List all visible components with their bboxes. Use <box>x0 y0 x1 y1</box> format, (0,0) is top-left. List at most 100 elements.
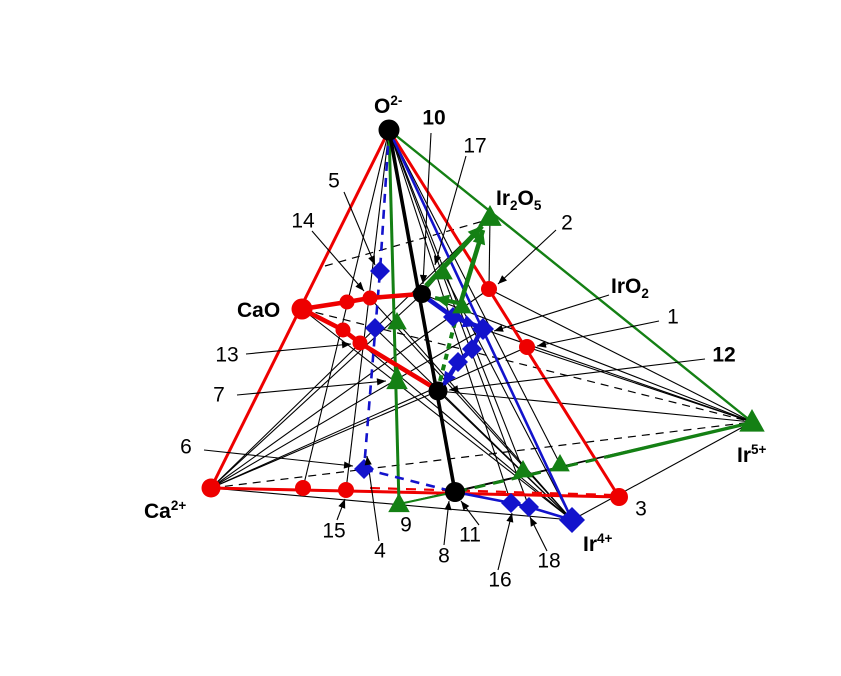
leader-arrowhead-15 <box>338 499 346 509</box>
point-t8 <box>550 454 570 472</box>
point-d6 <box>448 352 468 372</box>
arrowhead-arrow-t3-b2 <box>435 294 451 308</box>
point-c9 <box>295 480 311 496</box>
point-b2 <box>413 285 431 303</box>
number-label-5: 5 <box>328 170 340 193</box>
leader-arrowhead-5 <box>368 255 375 265</box>
line-dash-ca-ir5 <box>210 421 753 489</box>
point-d8 <box>501 493 521 513</box>
label-ca2+-part: 2+ <box>171 498 187 513</box>
leader-arrowhead-6 <box>343 461 353 469</box>
point-ir4+ <box>559 507 585 533</box>
point-ir5+ <box>739 409 765 432</box>
point-d1 <box>370 261 390 281</box>
number-label-3: 3 <box>635 498 647 521</box>
point-c4 <box>335 322 351 338</box>
number-label-9: 9 <box>400 514 412 537</box>
number-label-14: 14 <box>291 210 315 233</box>
number-label-13: 13 <box>215 344 238 367</box>
leader-line-1 <box>536 320 660 347</box>
leader-arrowhead-10 <box>419 274 428 284</box>
leader-arrowhead-8 <box>444 501 452 511</box>
line-edge-ir5-ir4 <box>571 421 753 521</box>
point-c6 <box>481 281 497 297</box>
label-ir5+: Ir5+ <box>737 442 767 467</box>
point-d2 <box>365 318 385 338</box>
point-iro2 <box>472 318 494 340</box>
arrowhead-arrow-b2-iro2 <box>461 315 477 328</box>
leader-arrowhead-7 <box>376 378 386 386</box>
point-t2 <box>433 262 453 280</box>
label-cao-part: CaO <box>237 299 280 322</box>
line-tie-ir5-c7 <box>526 346 753 423</box>
number-label-12: 12 <box>712 344 735 367</box>
leader-arrowhead-14 <box>355 281 364 291</box>
leader-line-5 <box>343 191 376 266</box>
line-arrow-iro2-b3 <box>441 331 483 388</box>
line-join-o-t6-vertical <box>387 129 401 505</box>
number-label-11: 11 <box>459 524 481 547</box>
point-t5 <box>386 370 408 390</box>
number-label-6: 6 <box>180 436 192 459</box>
label-iro2-part: 2 <box>641 286 649 301</box>
point-d7 <box>354 459 374 479</box>
leader-line-2 <box>497 229 557 285</box>
line-join-cao-b3 <box>300 306 438 391</box>
line-tie-ca-b3 <box>210 390 439 489</box>
number-label-10: 10 <box>422 107 445 130</box>
point-d9 <box>519 497 539 517</box>
leader-arrowhead-12 <box>449 385 459 393</box>
line-tie-ir4-c3 <box>369 297 573 521</box>
label-ir4+: Ir4+ <box>583 531 613 556</box>
number-label-17: 17 <box>463 135 486 158</box>
point-c10 <box>338 482 354 498</box>
point-d5 <box>462 339 482 359</box>
label-ir2o5-part: Ir <box>496 187 510 210</box>
label-o2--part: 2- <box>390 93 402 108</box>
leader-arrowhead-13 <box>341 341 351 349</box>
point-t6 <box>388 493 410 513</box>
leader-line-16 <box>497 512 513 571</box>
number-label-1: 1 <box>667 306 679 329</box>
line-edge-o-c11 <box>387 129 621 498</box>
line-tie-ir5-c6 <box>488 288 753 423</box>
leader-line-7 <box>236 380 387 396</box>
leader-line-13 <box>245 343 352 355</box>
number-label-4: 4 <box>374 540 386 563</box>
leader-arrowhead-2 <box>498 275 507 284</box>
line-tie-ca-b2 <box>210 293 423 489</box>
point-cao <box>291 298 313 320</box>
number-label-7: 7 <box>213 384 225 407</box>
label-ir4+-part: Ir <box>583 533 597 556</box>
line-tie-o-t7 <box>388 129 524 471</box>
leader-arrowhead-1 <box>537 340 547 348</box>
point-c7 <box>519 339 535 355</box>
point-c2 <box>339 294 355 310</box>
number-label-8: 8 <box>438 545 450 568</box>
label-ca2+-part: Ca <box>144 500 171 523</box>
arrowhead-arrow-b2-ir2o5 <box>467 226 482 241</box>
line-dash-o-d7 <box>362 129 391 470</box>
point-t3 <box>452 296 472 314</box>
point-t4 <box>387 312 407 330</box>
point-ir2o5 <box>478 205 502 226</box>
line-edge-o-b4-black <box>387 129 457 493</box>
label-o2--part: O <box>374 95 390 118</box>
arrowhead-extra-0 <box>390 366 404 379</box>
label-o2-: O2- <box>374 93 402 118</box>
line-tie-ir4-t4 <box>396 321 573 521</box>
point-c11 <box>610 488 628 506</box>
line-tie-ir2o5-c6 <box>488 216 491 290</box>
line-tie-ir5-b3 <box>437 390 753 423</box>
line-join-t8-ir5 <box>605 421 751 459</box>
line-edge-ca-c11 <box>210 486 620 499</box>
label-iro2-part: IrO <box>611 275 641 298</box>
line-tie-ca-ir2o5 <box>210 216 491 489</box>
leader-line-14 <box>311 230 365 292</box>
line-dash-red-bottom <box>369 486 613 497</box>
line-tie-ca-iro2 <box>210 328 484 489</box>
label-ca2+: Ca2+ <box>144 498 186 523</box>
label-ir2o5-part: 2 <box>510 198 518 213</box>
